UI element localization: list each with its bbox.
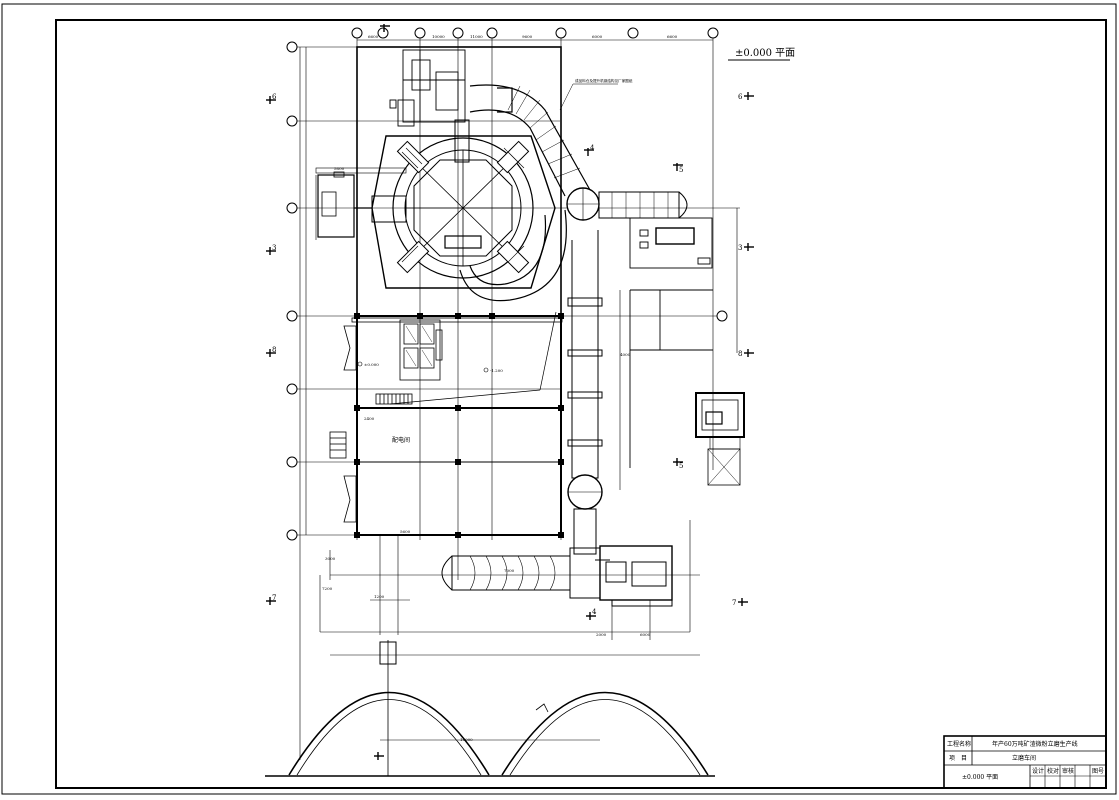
room-label: 配电间: [392, 436, 410, 444]
title-cell-4: 图号: [1092, 768, 1104, 775]
dim-drive: 5800: [334, 166, 345, 171]
vertical-duct: [567, 230, 603, 479]
title-block: [943, 735, 1107, 789]
dim-top-5: 6000: [592, 34, 603, 39]
section-mark-8-right: 8: [738, 350, 742, 358]
section-mark-6-left: 6: [272, 93, 277, 101]
vertical-mill: [371, 119, 556, 289]
dim-bottom-4: 2000: [596, 632, 607, 637]
dim-bottom-5: 6000: [640, 632, 651, 637]
plan-title: ±0.000 平面: [735, 48, 795, 59]
title-item-label: 项 目: [949, 755, 967, 762]
section-mark-3-right: 3: [738, 244, 742, 252]
dim-top-6: 6600: [667, 34, 678, 39]
grid-row-bubbles: [286, 41, 298, 541]
section-mark-3-left: 3: [272, 244, 276, 252]
main-fan: [629, 217, 713, 468]
storage-yard-arches: [265, 640, 715, 777]
sheet-inner-border: [55, 19, 1107, 789]
section-mark-8-left: 8: [272, 346, 276, 354]
dim-top-2: 10000: [432, 34, 445, 39]
gas-duct-loop: [459, 209, 567, 302]
structural-columns: [354, 313, 564, 538]
title-drawing-name: ±0.000 平面: [962, 774, 998, 781]
duct-ribs-upper: [507, 85, 581, 179]
duct-lower-ribs: [469, 555, 556, 591]
title-cell-1: 设计: [1032, 767, 1044, 775]
section-markers: [266, 24, 754, 760]
annex-room: [695, 392, 745, 486]
dim-top-3: 11000: [470, 34, 483, 39]
grid-lines: [297, 38, 720, 580]
section-mark-4-bottom: 4: [592, 608, 597, 616]
section-mark-5-bottom: 5: [679, 462, 683, 470]
dim-bottom-3: 1200: [374, 594, 385, 599]
dim-top-4: 9600: [522, 34, 533, 39]
dim-bottom-1: 7000: [504, 568, 515, 573]
roller-hatching: [401, 147, 525, 263]
mill-drive-left: [315, 167, 407, 240]
dim-bottom-6: 5600: [400, 529, 411, 534]
outside-stair: [329, 431, 347, 459]
duct-lower: [441, 555, 571, 591]
title-project-label: 工程名称: [947, 740, 971, 748]
section-mark-7-right: 7: [732, 599, 736, 607]
dim-silo: 10000: [460, 737, 473, 742]
dim-right-1: 4000: [620, 352, 631, 357]
grid-bubble-right: [716, 310, 728, 322]
dimension-lines-bottom: [319, 207, 740, 640]
dim-bottom-2: 7200: [322, 586, 333, 591]
section-mark-4-top: 4: [590, 144, 595, 152]
section-mark-6-right: 6: [738, 93, 743, 101]
dim-stair: 2400: [364, 416, 375, 421]
electrical-cabinets: [399, 319, 443, 381]
section-mark-5-top: 5: [679, 166, 683, 174]
elevation-a: ±0.000: [364, 362, 379, 367]
section-mark-7-left: 7: [272, 594, 276, 602]
title-cell-3: 审核: [1062, 767, 1074, 775]
sheet-outer-border: [1, 3, 1117, 795]
dim-bottom-7: 3000: [325, 556, 336, 561]
note-callout: 成品料仓及提升机钢结构见厂家图纸: [575, 78, 633, 83]
bag-filter: [569, 545, 673, 607]
elevation-b: -1.200: [490, 368, 503, 373]
grid-column-bubbles: [351, 27, 719, 39]
gas-duct-upper: [469, 84, 591, 197]
doors: [343, 325, 357, 523]
title-item-value: 立磨车间: [1012, 754, 1036, 762]
title-project-value: 年产60万吨矿渣微粉立磨生产线: [992, 740, 1078, 748]
dim-top-1: 6600: [368, 34, 379, 39]
title-cell-2: 校对: [1047, 767, 1059, 775]
stairs: [375, 393, 413, 405]
separator-equipment: [389, 49, 466, 127]
